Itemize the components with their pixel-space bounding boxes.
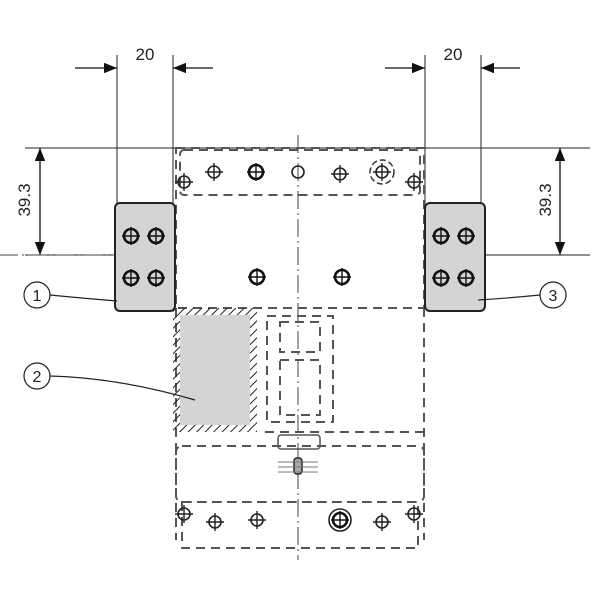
dimension-left-height: 39.3 bbox=[15, 183, 34, 216]
terminal-screw-icon bbox=[245, 161, 267, 183]
coupling bbox=[277, 434, 321, 450]
hatched-module bbox=[173, 308, 257, 432]
mount-screw-icon bbox=[331, 266, 353, 288]
screw-icon bbox=[330, 164, 350, 184]
screw-icon bbox=[205, 512, 225, 532]
callout-1: 1 bbox=[23, 281, 118, 309]
bottom-terminals bbox=[174, 504, 424, 532]
pin-lines bbox=[278, 461, 318, 473]
top-terminals bbox=[174, 159, 424, 192]
screw-icon bbox=[291, 165, 305, 179]
extension-lines bbox=[25, 55, 590, 310]
mounting-screws bbox=[246, 266, 353, 288]
dimension-right-width: 20 bbox=[444, 45, 463, 64]
screw-icon bbox=[204, 162, 224, 182]
auxiliary-contact-left bbox=[114, 202, 176, 312]
mount-screw-icon bbox=[246, 266, 268, 288]
callout-3: 3 bbox=[477, 281, 567, 309]
svg-text:2: 2 bbox=[33, 369, 42, 386]
screw-icon bbox=[369, 159, 395, 185]
auxiliary-contact-right bbox=[424, 202, 486, 312]
svg-text:3: 3 bbox=[549, 288, 558, 305]
dimension-left-width: 20 bbox=[136, 45, 155, 64]
dimension-right-height: 39.3 bbox=[536, 183, 555, 216]
dimension-arrows bbox=[34, 62, 566, 255]
callout-2: 2 bbox=[23, 362, 196, 401]
svg-text:1: 1 bbox=[33, 288, 42, 305]
terminal-screw-icon bbox=[329, 509, 351, 531]
